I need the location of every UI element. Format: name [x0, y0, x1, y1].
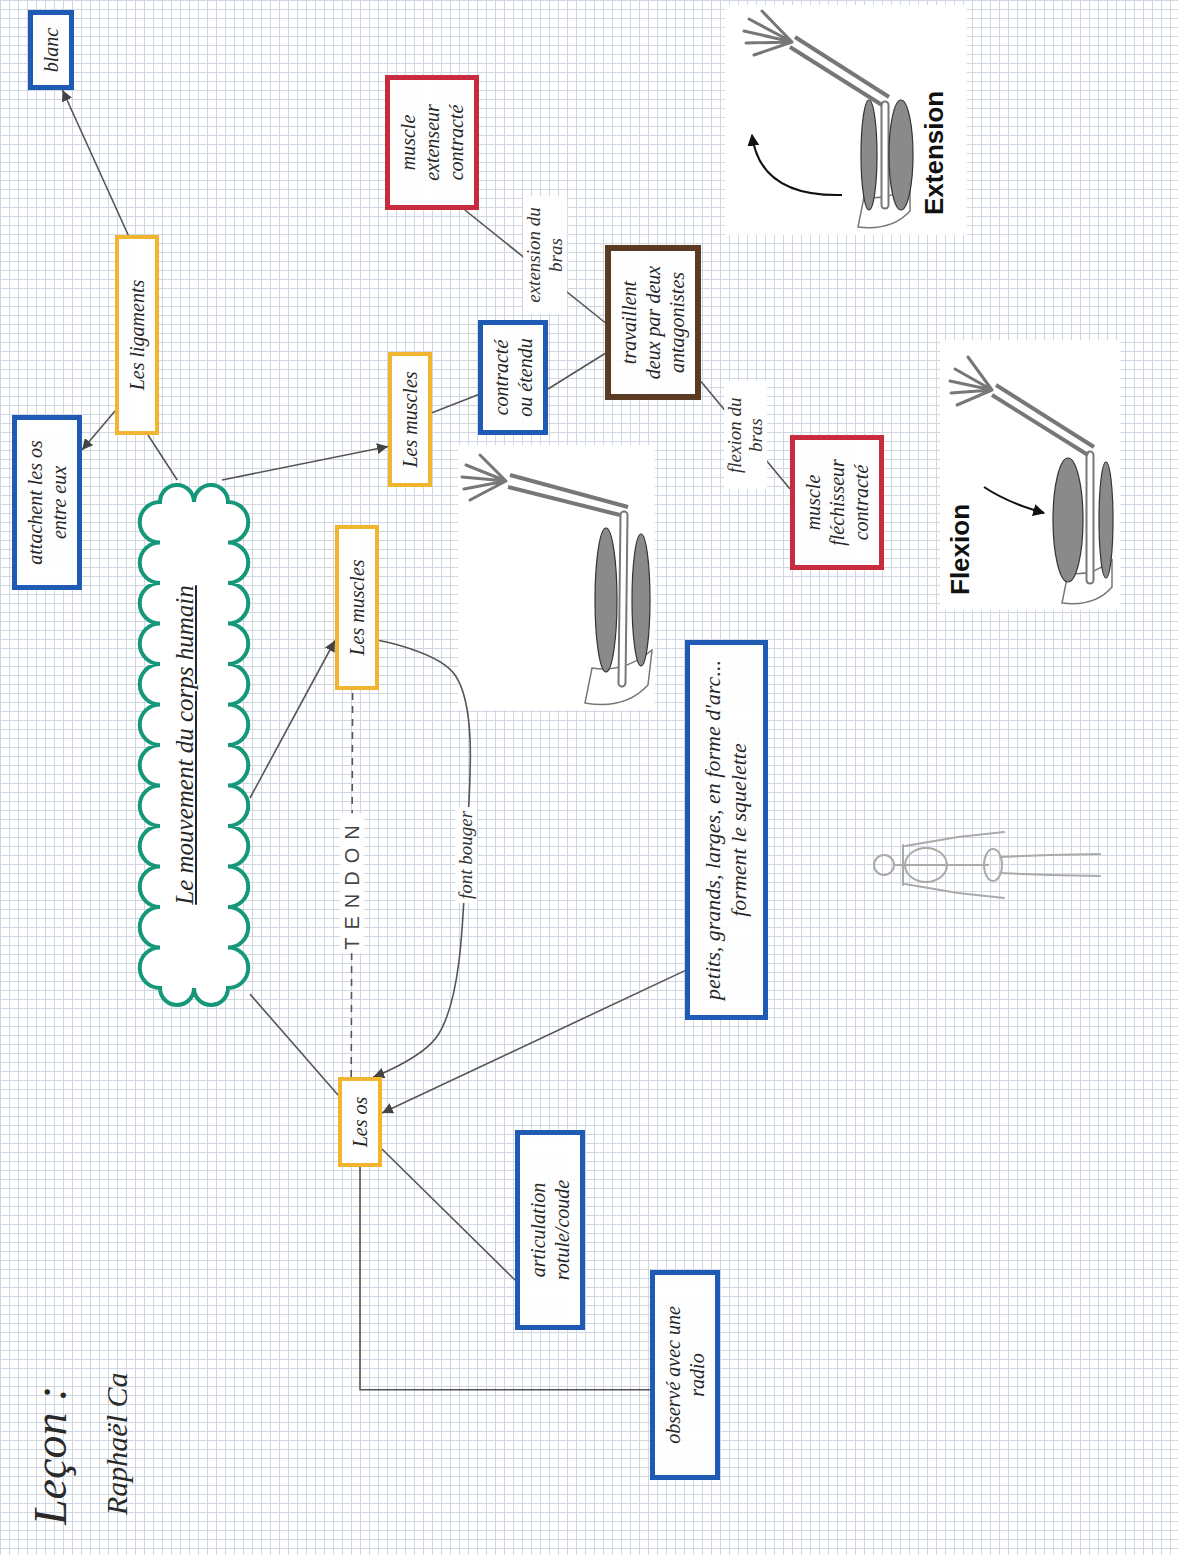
box-text: Les ligaments — [125, 249, 149, 421]
flexion-illustration — [940, 340, 1120, 610]
forearm-bone — [510, 475, 628, 507]
detail-box: articulation rotule/coude — [515, 1130, 585, 1330]
motion-arrow — [984, 487, 1044, 513]
extension-illustration — [725, 5, 967, 235]
humerus — [883, 105, 888, 205]
detail-box: attachent les os entre eux — [12, 415, 82, 590]
spine — [894, 864, 988, 866]
shoulders — [902, 845, 904, 885]
muscle — [1099, 462, 1113, 578]
edge-label: flexion du bras — [724, 381, 768, 489]
edge-label: extension du bras — [523, 196, 567, 314]
humerus — [622, 515, 624, 683]
detail-box: petits, grands, larges, en forme d'arc..… — [685, 640, 768, 1020]
connector — [382, 971, 685, 1113]
hand-bones — [462, 455, 506, 500]
category-box: Les ligaments — [115, 235, 159, 435]
connector — [82, 411, 115, 450]
muscle — [595, 528, 617, 672]
connector — [63, 90, 129, 235]
forearm-bone — [992, 395, 1088, 455]
detail-box: contracté ou étendu — [478, 320, 548, 435]
motion-arrow — [752, 135, 842, 195]
connector — [432, 395, 478, 413]
arm-illustration — [458, 445, 655, 710]
lesson-title: Leçon : — [26, 1386, 77, 1525]
skull — [874, 855, 894, 875]
muscle — [1053, 458, 1083, 582]
picture-ground — [725, 5, 967, 235]
humerus — [1088, 455, 1093, 580]
hand-bones — [744, 11, 792, 55]
ribcage — [905, 848, 947, 882]
connector — [548, 354, 605, 390]
box-text: articulation rotule/coude — [526, 1145, 574, 1315]
muscle-box: muscle fléchisseur contracté — [790, 435, 884, 570]
category-box: Les muscles — [388, 352, 432, 487]
hand-bones — [950, 357, 992, 405]
forearm-bone — [790, 47, 882, 105]
category-box: Les os — [338, 1077, 382, 1167]
figure-label: Extension — [920, 89, 949, 217]
muscle-box: muscle extenseur contracté — [385, 75, 479, 210]
category-box: Les muscles — [335, 525, 379, 690]
connector — [250, 994, 338, 1095]
box-text: contracté ou étendu — [489, 335, 537, 420]
detail-box: blanc — [28, 10, 74, 90]
author-name: Raphaël Ca — [100, 1373, 133, 1516]
picture-ground — [940, 340, 1120, 610]
box-text: Les muscles — [398, 366, 422, 473]
edge-label: font bouger — [455, 807, 477, 903]
box-text: Le mouvement du corps humain — [170, 522, 200, 968]
arm-bones — [905, 832, 1004, 846]
muscle — [632, 534, 650, 666]
arm-bones — [905, 884, 1004, 898]
connector — [250, 641, 335, 799]
box-text: muscle extenseur contracté — [396, 90, 468, 195]
leg-bones — [1000, 873, 1100, 876]
forearm-bone — [996, 385, 1094, 447]
pelvis — [984, 849, 1002, 881]
muscle — [861, 100, 877, 210]
box-text: Les muscles — [345, 539, 369, 676]
detail-box: observé avec une radio — [650, 1270, 720, 1480]
box-text: attachent les os entre eux — [23, 430, 71, 575]
humerus — [622, 515, 624, 683]
connector — [148, 435, 177, 480]
box-text: observé avec une radio — [661, 1285, 709, 1465]
forearm-bone — [795, 37, 889, 97]
connector — [382, 1149, 515, 1280]
skeleton-illustration — [874, 832, 1100, 898]
humerus — [881, 105, 890, 205]
box-text: travaillent deux par deux antagonistes — [617, 261, 689, 384]
cloud-outline — [140, 485, 249, 1005]
box-text: petits, grands, larges, en forme d'arc..… — [700, 659, 753, 1001]
edge-label: TENDON — [340, 813, 363, 953]
key-idea-box: travaillent deux par deux antagonistes — [605, 245, 701, 400]
connector — [222, 447, 388, 481]
topic-cloud: Le mouvement du corps humain — [138, 480, 250, 1010]
picture-ground — [458, 445, 655, 710]
humerus — [1086, 455, 1095, 580]
leg-bones — [1000, 854, 1100, 857]
connector — [701, 381, 790, 489]
connector — [360, 1167, 650, 1390]
box-text: blanc — [39, 25, 63, 75]
box-text: Les os — [348, 1091, 372, 1153]
box-text: muscle fléchisseur contracté — [801, 450, 873, 555]
figure-label: Flexion — [946, 502, 975, 597]
muscle — [889, 100, 913, 210]
